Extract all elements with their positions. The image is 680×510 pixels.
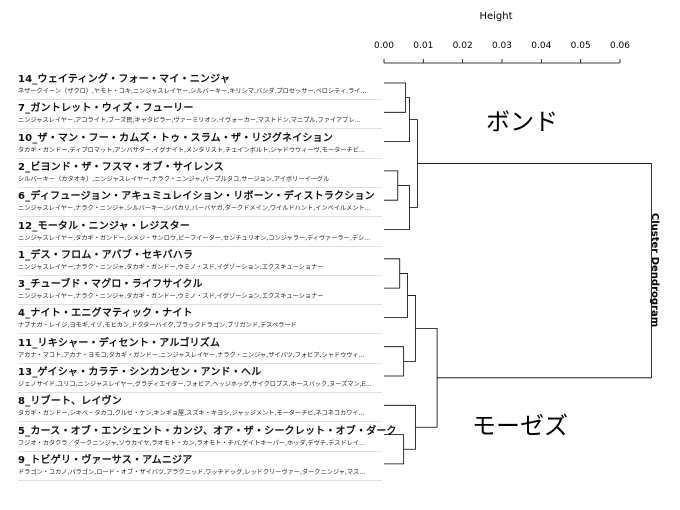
leaf-title: 6_ディフュージョン・アキュミュレイション・リボーン・ディストラクション bbox=[18, 191, 375, 203]
leaf-row: 6_ディフュージョン・アキュミュレイション・リボーン・ディストラクションニンジャ… bbox=[18, 187, 382, 218]
leaf-subtitle: ニンジャスレイヤー,ナラク・ニンジャ,タカギ・ガンドー,ウミノ・スド,イグゾーシ… bbox=[18, 293, 324, 301]
dendrogram-links bbox=[384, 82, 652, 465]
leaf-title: 10_ザ・マン・フー・カムズ・トゥ・スラム・ザ・リジグネイション bbox=[18, 132, 334, 144]
leaf-row: 14_ウェイティング・フォー・マイ・ニンジャネザークイーン（ザクロ）,ヤモト・コ… bbox=[18, 70, 382, 100]
x-tick-label: 0.06 bbox=[610, 41, 630, 51]
leaf-row: 13_ゲイシャ・カラテ・シンカンセン・アンド・ヘルジェノサイド,ユリコ,ニンジャ… bbox=[18, 363, 382, 393]
leaf-row: 10_ザ・マン・フー・カムズ・トゥ・スラム・ザ・リジグネイションタカギ・ガンドー… bbox=[18, 129, 382, 159]
leaf-subtitle: ジェノサイド,ユリコ,ニンジャスレイヤー,グラディエイター,フォビア,ヘッジホッ… bbox=[18, 381, 372, 388]
leaf-title: 8_リブート、レイヴン bbox=[18, 396, 122, 408]
axis-label: Height bbox=[479, 11, 512, 22]
dendrogram-link bbox=[384, 170, 399, 201]
dendrogram-link bbox=[384, 346, 405, 377]
leaf-subtitle: ニンジャスレイヤー,アコライト,ブーズ民,キャタピラー,ヴァーミリオン,イヴォー… bbox=[18, 117, 361, 125]
leaf-row: 1_デス・フロム・アバブ・セキバハラニンジャスレイヤー,ナラク・ニンジャ,タカギ… bbox=[18, 246, 382, 276]
leaf-title: 5_カース・オブ・エンシェント・カンジ、オア・ザ・シークレット・オブ・ダーク bbox=[18, 425, 397, 437]
cluster-label-bond: ボンド bbox=[486, 108, 558, 136]
x-tick-label: 0.02 bbox=[453, 41, 473, 51]
leaf-subtitle: アカナ・マコト,アカナ・ヨモコ,タカギ・ガンドー,ニンジャスレイヤー,ナラク・ニ… bbox=[18, 351, 365, 359]
leaf-row: 7_ガントレット・ウィズ・フューリーニンジャスレイヤー,アコライト,ブーズ民,キ… bbox=[18, 99, 382, 130]
leaf-subtitle: タカギ・ガンドー,ディプロマット,アンバサダー,イグナイト,メンタリスト,チェイ… bbox=[18, 146, 365, 154]
leaf-row: 5_カース・オブ・エンシェント・カンジ、オア・ザ・シークレット・オブ・ダークフジ… bbox=[18, 422, 397, 452]
leaf-subtitle: ネザークイーン（ザクロ）,ヤモト・コキ,ニンジャスレイヤー,シルバーキー,キリシ… bbox=[18, 88, 367, 95]
chart-title: Cluster Dendrogram bbox=[649, 213, 660, 327]
leaf-subtitle: ナブナガ・レイジ,ヨモギ,イゾ,モヒカン,ドクターハイク,ブラックドラゴン,ブリ… bbox=[18, 322, 297, 330]
leaf-title: 2_ビヨンド・ザ・フスマ・オブ・サイレンス bbox=[18, 161, 224, 173]
leaf-subtitle: シルバーキー（カタオキ）,ニンジャスレイヤー,ナラク・ニンジャ,パープルタコ,サ… bbox=[18, 175, 330, 183]
leaf-row: 12_モータル・ニンジャ・レジスターニンジャスレイヤー,タカギ・ガンドー,シメジ… bbox=[18, 217, 382, 247]
leaf-title: 14_ウェイティング・フォー・マイ・ニンジャ bbox=[18, 74, 231, 85]
leaf-title: 4_ナイト・エニグマティック・ナイト bbox=[18, 308, 193, 320]
dendrogram-link bbox=[384, 273, 408, 318]
x-axis: 0.00 0.01 0.02 0.03 0.04 0.05 0.06 bbox=[374, 41, 630, 64]
x-tick-label: 0.03 bbox=[492, 41, 512, 51]
leaf-subtitle: ニンジャスレイヤー,ナラク・ニンジャ,シルバーキー,シバカリ,バーバヤガ,ダーク… bbox=[18, 205, 371, 213]
leaf-row: 3_チューブド・マグロ・ライフサイクルニンジャスレイヤー,ナラク・ニンジャ,タカ… bbox=[18, 275, 382, 306]
x-tick-label: 0.05 bbox=[571, 41, 591, 51]
leaf-row: 2_ビヨンド・ザ・フスマ・オブ・サイレンスシルバーキー（カタオキ）,ニンジャスレ… bbox=[18, 158, 382, 188]
leaf-title: 13_ゲイシャ・カラテ・シンカンセン・アンド・ヘル bbox=[18, 367, 262, 378]
leaf-row: 11_リキシャー・ディセント・アルゴリズムアカナ・マコト,アカナ・ヨモコ,タカギ… bbox=[18, 334, 382, 364]
x-tick-label: 0.01 bbox=[413, 41, 433, 51]
leaf-subtitle: フジオ・カタクラ／ダークニンジャ,ソウカイヤ,ラオモト・カン,ラオモト・チバ,ゲ… bbox=[18, 439, 365, 447]
dendrogram-link bbox=[384, 82, 407, 113]
dendrogram-link bbox=[415, 327, 438, 428]
leaf-title: 11_リキシャー・ディセント・アルゴリズム bbox=[18, 337, 221, 349]
x-tick-label: 0.00 bbox=[374, 41, 394, 51]
leaf-subtitle: ニンジャスレイヤー,ナラク・ニンジャ,タカギ・ガンドー,ウミノ・スド,イグゾーシ… bbox=[18, 263, 324, 271]
leaf-row: 9_トビゲリ・ヴァーサス・アムニジアドラゴン・ユカノ,パラゴン,ロード・オブ・ザ… bbox=[18, 451, 382, 481]
leaf-row: 8_リブート、レイヴンタカギ・ガンドー,シキベ・タカコ,クルゼ・ケン,キンギョ屋… bbox=[18, 392, 382, 423]
dendrogram-link bbox=[384, 258, 401, 289]
cluster-label-moses: モーゼズ bbox=[472, 412, 568, 440]
dendrogram-link bbox=[384, 404, 416, 450]
leaf-title: 1_デス・フロム・アバブ・セキバハラ bbox=[18, 249, 194, 261]
dendrogram-link bbox=[409, 119, 418, 208]
dendrogram-link bbox=[384, 434, 405, 465]
leaf-subtitle: ニンジャスレイヤー,タカギ・ガンドー,シメジ・サンロウ,ピーフイーター,センチュ… bbox=[18, 234, 371, 242]
leaf-subtitle: タカギ・ガンドー,シキベ・タカコ,クルゼ・ケン,キンギョ屋,スズキ・キヨシ,ジャ… bbox=[18, 410, 365, 418]
dendrogram-link bbox=[417, 163, 652, 379]
leaf-subtitle: ドラゴン・ユカノ,パラゴン,ロード・オブ・ザイバツ,アラクニッド,ワッチドッグ,… bbox=[18, 468, 366, 476]
x-tick-label: 0.04 bbox=[531, 41, 551, 51]
leaf-row: 4_ナイト・エニグマティック・ナイトナブナガ・レイジ,ヨモギ,イゾ,モヒカン,ド… bbox=[18, 304, 382, 335]
leaf-title: 3_チューブド・マグロ・ライフサイクル bbox=[18, 279, 203, 291]
leaf-title: 7_ガントレット・ウィズ・フューリー bbox=[18, 103, 194, 115]
leaf-title: 9_トビゲリ・ヴァーサス・アムニジア bbox=[18, 454, 193, 466]
dendrogram-link bbox=[384, 185, 410, 230]
leaf-title: 12_モータル・ニンジャ・レジスター bbox=[18, 220, 191, 232]
dendrogram-link bbox=[403, 295, 416, 362]
